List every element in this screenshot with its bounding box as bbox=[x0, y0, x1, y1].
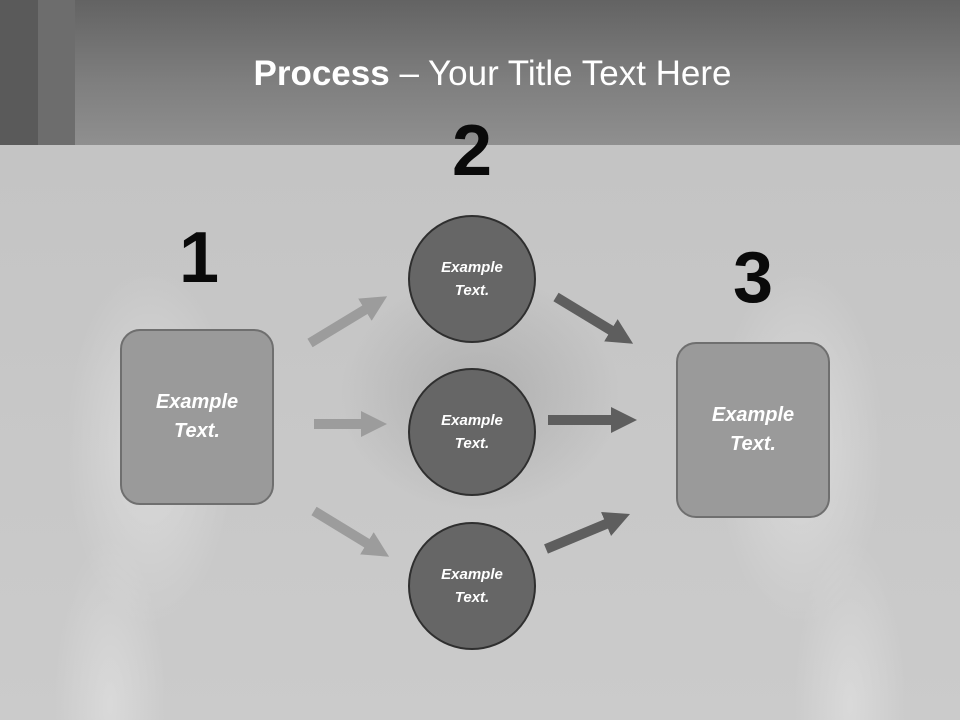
circle-text-bottom: Example Text. bbox=[441, 566, 503, 606]
arrow-from-circle-top bbox=[553, 292, 634, 344]
title-rest: – Your Title Text Here bbox=[389, 54, 732, 93]
circle-text-top: Example Text. bbox=[441, 259, 503, 299]
step-number-1: 1 bbox=[178, 218, 220, 298]
end-box: Example Text. bbox=[676, 342, 830, 518]
circle-text-middle: Example Text. bbox=[441, 412, 503, 452]
header-accent-strip bbox=[0, 0, 38, 145]
start-box-text: Example Text. bbox=[155, 391, 239, 442]
process-circle-bottom: Example Text. bbox=[408, 522, 536, 650]
arrow-to-circle-bottom bbox=[311, 506, 390, 557]
process-circle-middle: Example Text. bbox=[408, 368, 536, 496]
start-box: Example Text. bbox=[120, 329, 274, 505]
arrow-to-circle-top bbox=[307, 296, 388, 348]
end-box-text: Example Text. bbox=[711, 404, 795, 455]
arrow-from-circle-bottom bbox=[544, 512, 630, 554]
title-bar: Process – Your Title Text Here bbox=[0, 0, 960, 145]
step-number-3: 3 bbox=[732, 238, 774, 318]
step-number-2: 2 bbox=[451, 111, 493, 191]
slide-title: Process – Your Title Text Here bbox=[0, 52, 960, 96]
title-bold: Process bbox=[253, 54, 390, 93]
process-circle-top: Example Text. bbox=[408, 215, 536, 343]
header-accent-strip-2 bbox=[38, 0, 75, 145]
